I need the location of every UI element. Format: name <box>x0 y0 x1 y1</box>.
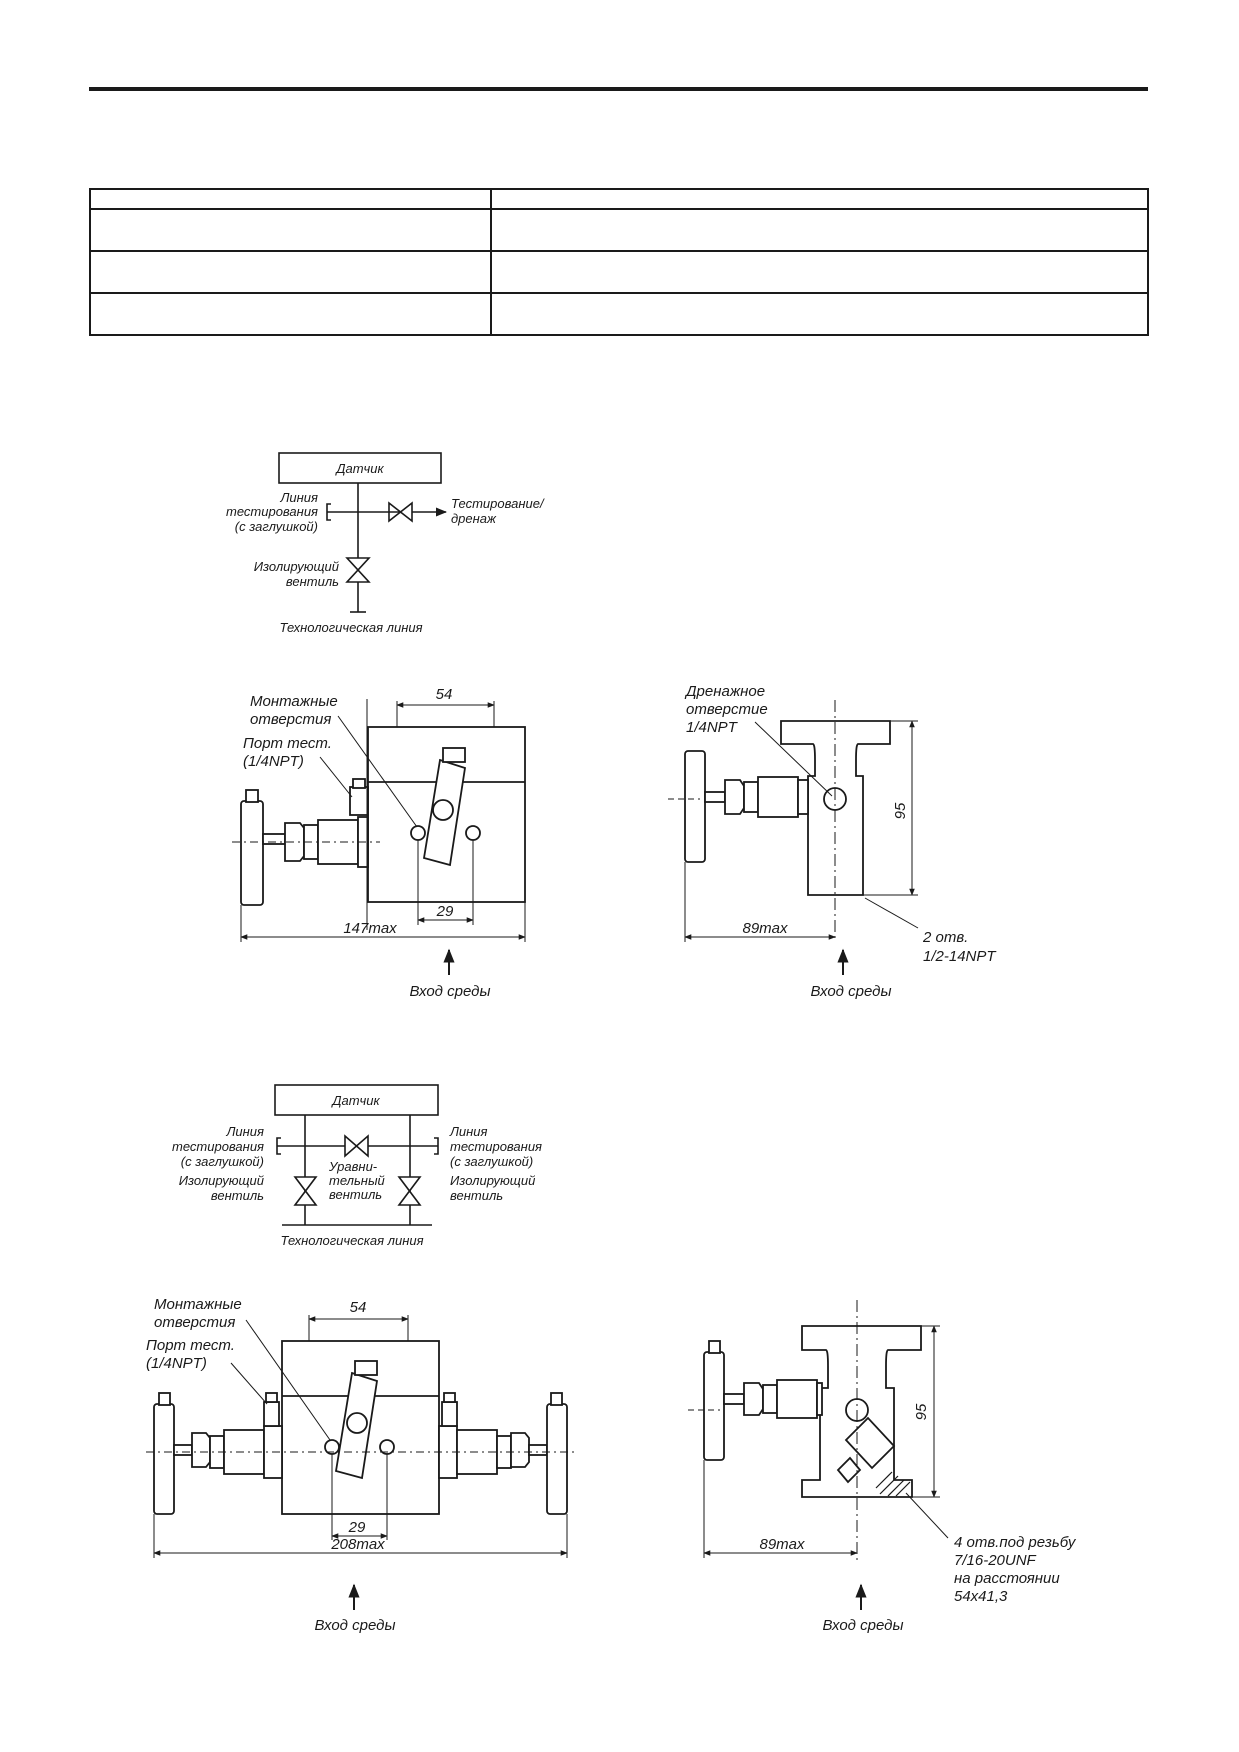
table-row <box>89 250 1149 294</box>
table-cell <box>89 250 492 294</box>
table-cell <box>89 208 492 252</box>
schematic-5way <box>274 1084 439 1226</box>
process-line-label: Технологическая линия <box>279 620 422 635</box>
holes-note: 4 отв.под резьбу <box>954 1534 1077 1551</box>
mount-hole <box>465 825 481 841</box>
dim-95: 95 <box>913 1403 930 1420</box>
test-port-label: Порт тест. <box>243 735 332 752</box>
test-line-left: Линия <box>226 1124 265 1139</box>
table-cell <box>89 292 492 336</box>
schematic-3way <box>278 452 448 613</box>
test-port-label: (1/4NPT) <box>243 753 304 770</box>
holes-note: 2 отв. <box>922 929 968 946</box>
test-line-label: тестирования <box>226 504 318 519</box>
test-line-left: тестирования <box>172 1139 264 1154</box>
equalizing-valve-label: Уравни- <box>328 1159 378 1174</box>
mount-hole <box>410 825 426 841</box>
test-drain-label: Тестирование/ <box>451 496 545 511</box>
dim-29: 29 <box>348 1519 366 1536</box>
test-port-label: Порт тест. <box>146 1337 235 1354</box>
drain-hole-label: Дренажное <box>684 683 765 700</box>
sensor-label: Датчик <box>334 461 384 476</box>
table-row <box>89 292 1149 336</box>
drawing-3way-front <box>240 726 526 906</box>
dim-95: 95 <box>892 802 909 819</box>
drain-hole-label: отверстие <box>686 701 768 718</box>
valve-icon <box>344 1134 369 1158</box>
test-line-left: (с заглушкой) <box>181 1154 264 1169</box>
drawing-5way-side <box>703 1325 922 1498</box>
drawing-5way-front <box>153 1340 568 1515</box>
test-line-right: Линия <box>449 1124 488 1139</box>
dim-147max: 147max <box>343 920 397 937</box>
valve-icon <box>293 1176 318 1206</box>
isolating-valve-label: Изолирующий <box>254 559 339 574</box>
dim-54: 54 <box>436 686 453 703</box>
test-port-label: (1/4NPT) <box>146 1355 207 1372</box>
drawing-3way-side <box>684 720 891 896</box>
mount-holes-label: отверстия <box>250 711 331 728</box>
inlet-label: Вход среды <box>823 1617 904 1634</box>
holes-note: на расстоянии <box>954 1570 1060 1587</box>
isolating-right: вентиль <box>450 1188 503 1203</box>
inlet-label: Вход среды <box>315 1617 396 1634</box>
table-cell <box>490 188 1149 210</box>
mount-holes-label: Монтажные <box>250 693 338 710</box>
dim-208max: 208max <box>330 1536 385 1553</box>
table-cell <box>490 208 1149 252</box>
isolating-right: Изолирующий <box>450 1173 535 1188</box>
dim-29: 29 <box>436 903 454 920</box>
table-cell <box>490 250 1149 294</box>
mount-holes-label: отверстия <box>154 1314 235 1331</box>
test-drain-label: дренаж <box>451 511 497 526</box>
top-rule <box>89 87 1148 91</box>
test-line-label: (с заглушкой) <box>235 519 318 534</box>
test-line-right: (с заглушкой) <box>450 1154 533 1169</box>
hatched-section <box>875 1471 911 1497</box>
sensor-label: Датчик <box>330 1093 380 1108</box>
test-line-right: тестирования <box>450 1139 542 1154</box>
test-line-label: Линия <box>280 490 319 505</box>
dim-54: 54 <box>350 1299 367 1316</box>
drain-hole-label: 1/4NPT <box>686 719 739 736</box>
process-line-label: Технологическая линия <box>280 1233 423 1248</box>
equalizing-valve-label: тельный <box>329 1173 385 1188</box>
isolating-valve-label: вентиль <box>286 574 339 589</box>
table-header-row <box>89 188 1149 210</box>
sensor-box <box>274 1084 439 1116</box>
table-cell <box>490 292 1149 336</box>
inlet-label: Вход среды <box>811 983 892 1000</box>
table-cell <box>89 188 492 210</box>
dim-89max: 89max <box>759 1536 805 1553</box>
valve-icon <box>345 557 371 583</box>
dim-89max: 89max <box>742 920 788 937</box>
holes-note: 54х41,3 <box>954 1588 1008 1605</box>
valve-icon <box>388 501 413 523</box>
mount-holes-label: Монтажные <box>154 1296 242 1313</box>
table-row <box>89 208 1149 252</box>
equalizing-valve-label: вентиль <box>329 1187 382 1202</box>
holes-note: 1/2-14NPT <box>923 948 997 965</box>
valve-icon <box>397 1176 422 1206</box>
inlet-label: Вход среды <box>410 983 491 1000</box>
isolating-left: вентиль <box>211 1188 264 1203</box>
holes-note: 7/16-20UNF <box>954 1552 1037 1569</box>
spec-table <box>89 188 1149 336</box>
isolating-left: Изолирующий <box>179 1173 264 1188</box>
sensor-box <box>278 452 442 484</box>
